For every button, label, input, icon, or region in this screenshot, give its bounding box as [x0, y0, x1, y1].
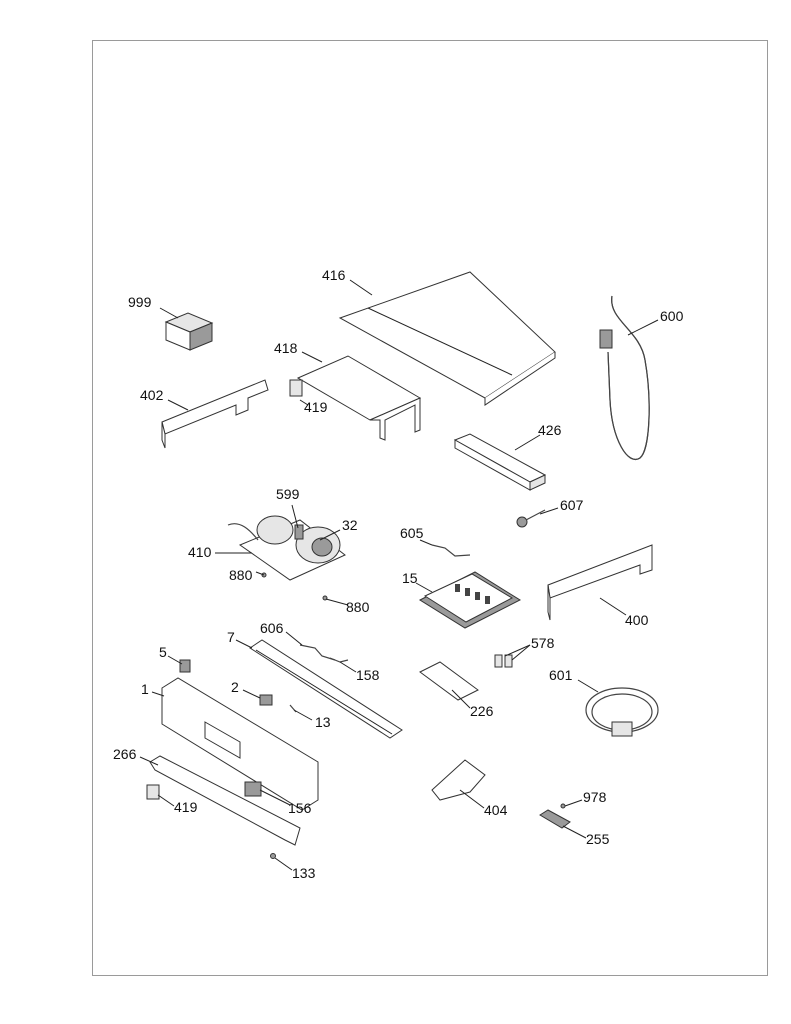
part-7-rail[interactable]	[249, 639, 403, 739]
callout-605: 605	[400, 525, 424, 541]
callout-599: 599	[276, 486, 300, 502]
callout-402: 402	[140, 387, 164, 403]
part-255-terminal-block[interactable]	[539, 809, 571, 829]
part-601-power-cord[interactable]	[585, 687, 659, 737]
callout-418: 418	[274, 340, 298, 356]
callout-426: 426	[538, 422, 562, 438]
part-607-sensor[interactable]	[516, 509, 546, 528]
callout-255: 255	[586, 831, 610, 847]
diagram-frame	[92, 40, 768, 976]
callout-133: 133	[292, 865, 316, 881]
callout-156: 156	[288, 800, 312, 816]
callout-607: 607	[560, 497, 584, 513]
leader-lines	[139, 279, 659, 871]
part-418-bracket[interactable]	[296, 355, 422, 441]
callout-410: 410	[188, 544, 212, 560]
part-2-knob[interactable]	[259, 694, 273, 706]
part-15-control-board[interactable]	[418, 571, 522, 629]
part-402-side-panel[interactable]	[161, 379, 269, 449]
part-419-clip[interactable]	[289, 379, 303, 397]
part-1-control-panel[interactable]	[161, 677, 319, 811]
callout-419: 419	[304, 399, 328, 415]
part-426-bracket[interactable]	[453, 433, 547, 491]
part-600-hose[interactable]	[599, 295, 650, 460]
part-419-lower-clip[interactable]	[146, 784, 160, 800]
part-578-capacitors[interactable]	[494, 654, 513, 668]
callout-1: 1	[141, 681, 149, 697]
callout-601: 601	[549, 667, 573, 683]
callout-606: 606	[260, 620, 284, 636]
callout-419-2: 419	[174, 799, 198, 815]
part-158-clip[interactable]	[329, 657, 349, 663]
callout-labels: 416 999 600 418 402 419 426 599 607 32 6…	[113, 267, 684, 881]
callout-15: 15	[402, 570, 418, 586]
callout-999: 999	[128, 294, 152, 310]
part-978-screw[interactable]	[560, 803, 566, 809]
part-404-bracket[interactable]	[431, 759, 486, 801]
callout-226: 226	[470, 703, 494, 719]
callout-266: 266	[113, 746, 137, 762]
part-999-box[interactable]	[164, 312, 214, 351]
part-416-top-panel[interactable]	[338, 271, 556, 406]
callout-880-2: 880	[346, 599, 370, 615]
callout-13: 13	[315, 714, 331, 730]
callout-578: 578	[531, 635, 555, 651]
part-400-side-panel[interactable]	[547, 544, 653, 621]
callout-880: 880	[229, 567, 253, 583]
callout-404: 404	[484, 802, 508, 818]
part-133-screw[interactable]	[270, 853, 276, 859]
callout-978: 978	[583, 789, 607, 805]
part-5-switch[interactable]	[179, 659, 191, 673]
part-605-wire[interactable]	[431, 544, 471, 557]
callout-158: 158	[356, 667, 380, 683]
part-226-bracket[interactable]	[419, 661, 479, 701]
callout-2: 2	[231, 679, 239, 695]
callout-600: 600	[660, 308, 684, 324]
callout-32: 32	[342, 517, 358, 533]
callout-5: 5	[159, 644, 167, 660]
part-266-trim[interactable]	[149, 755, 301, 846]
part-606-wire[interactable]	[299, 644, 336, 661]
callout-400: 400	[625, 612, 649, 628]
callout-7: 7	[227, 629, 235, 645]
callout-416: 416	[322, 267, 346, 283]
part-156-bracket[interactable]	[244, 781, 262, 797]
